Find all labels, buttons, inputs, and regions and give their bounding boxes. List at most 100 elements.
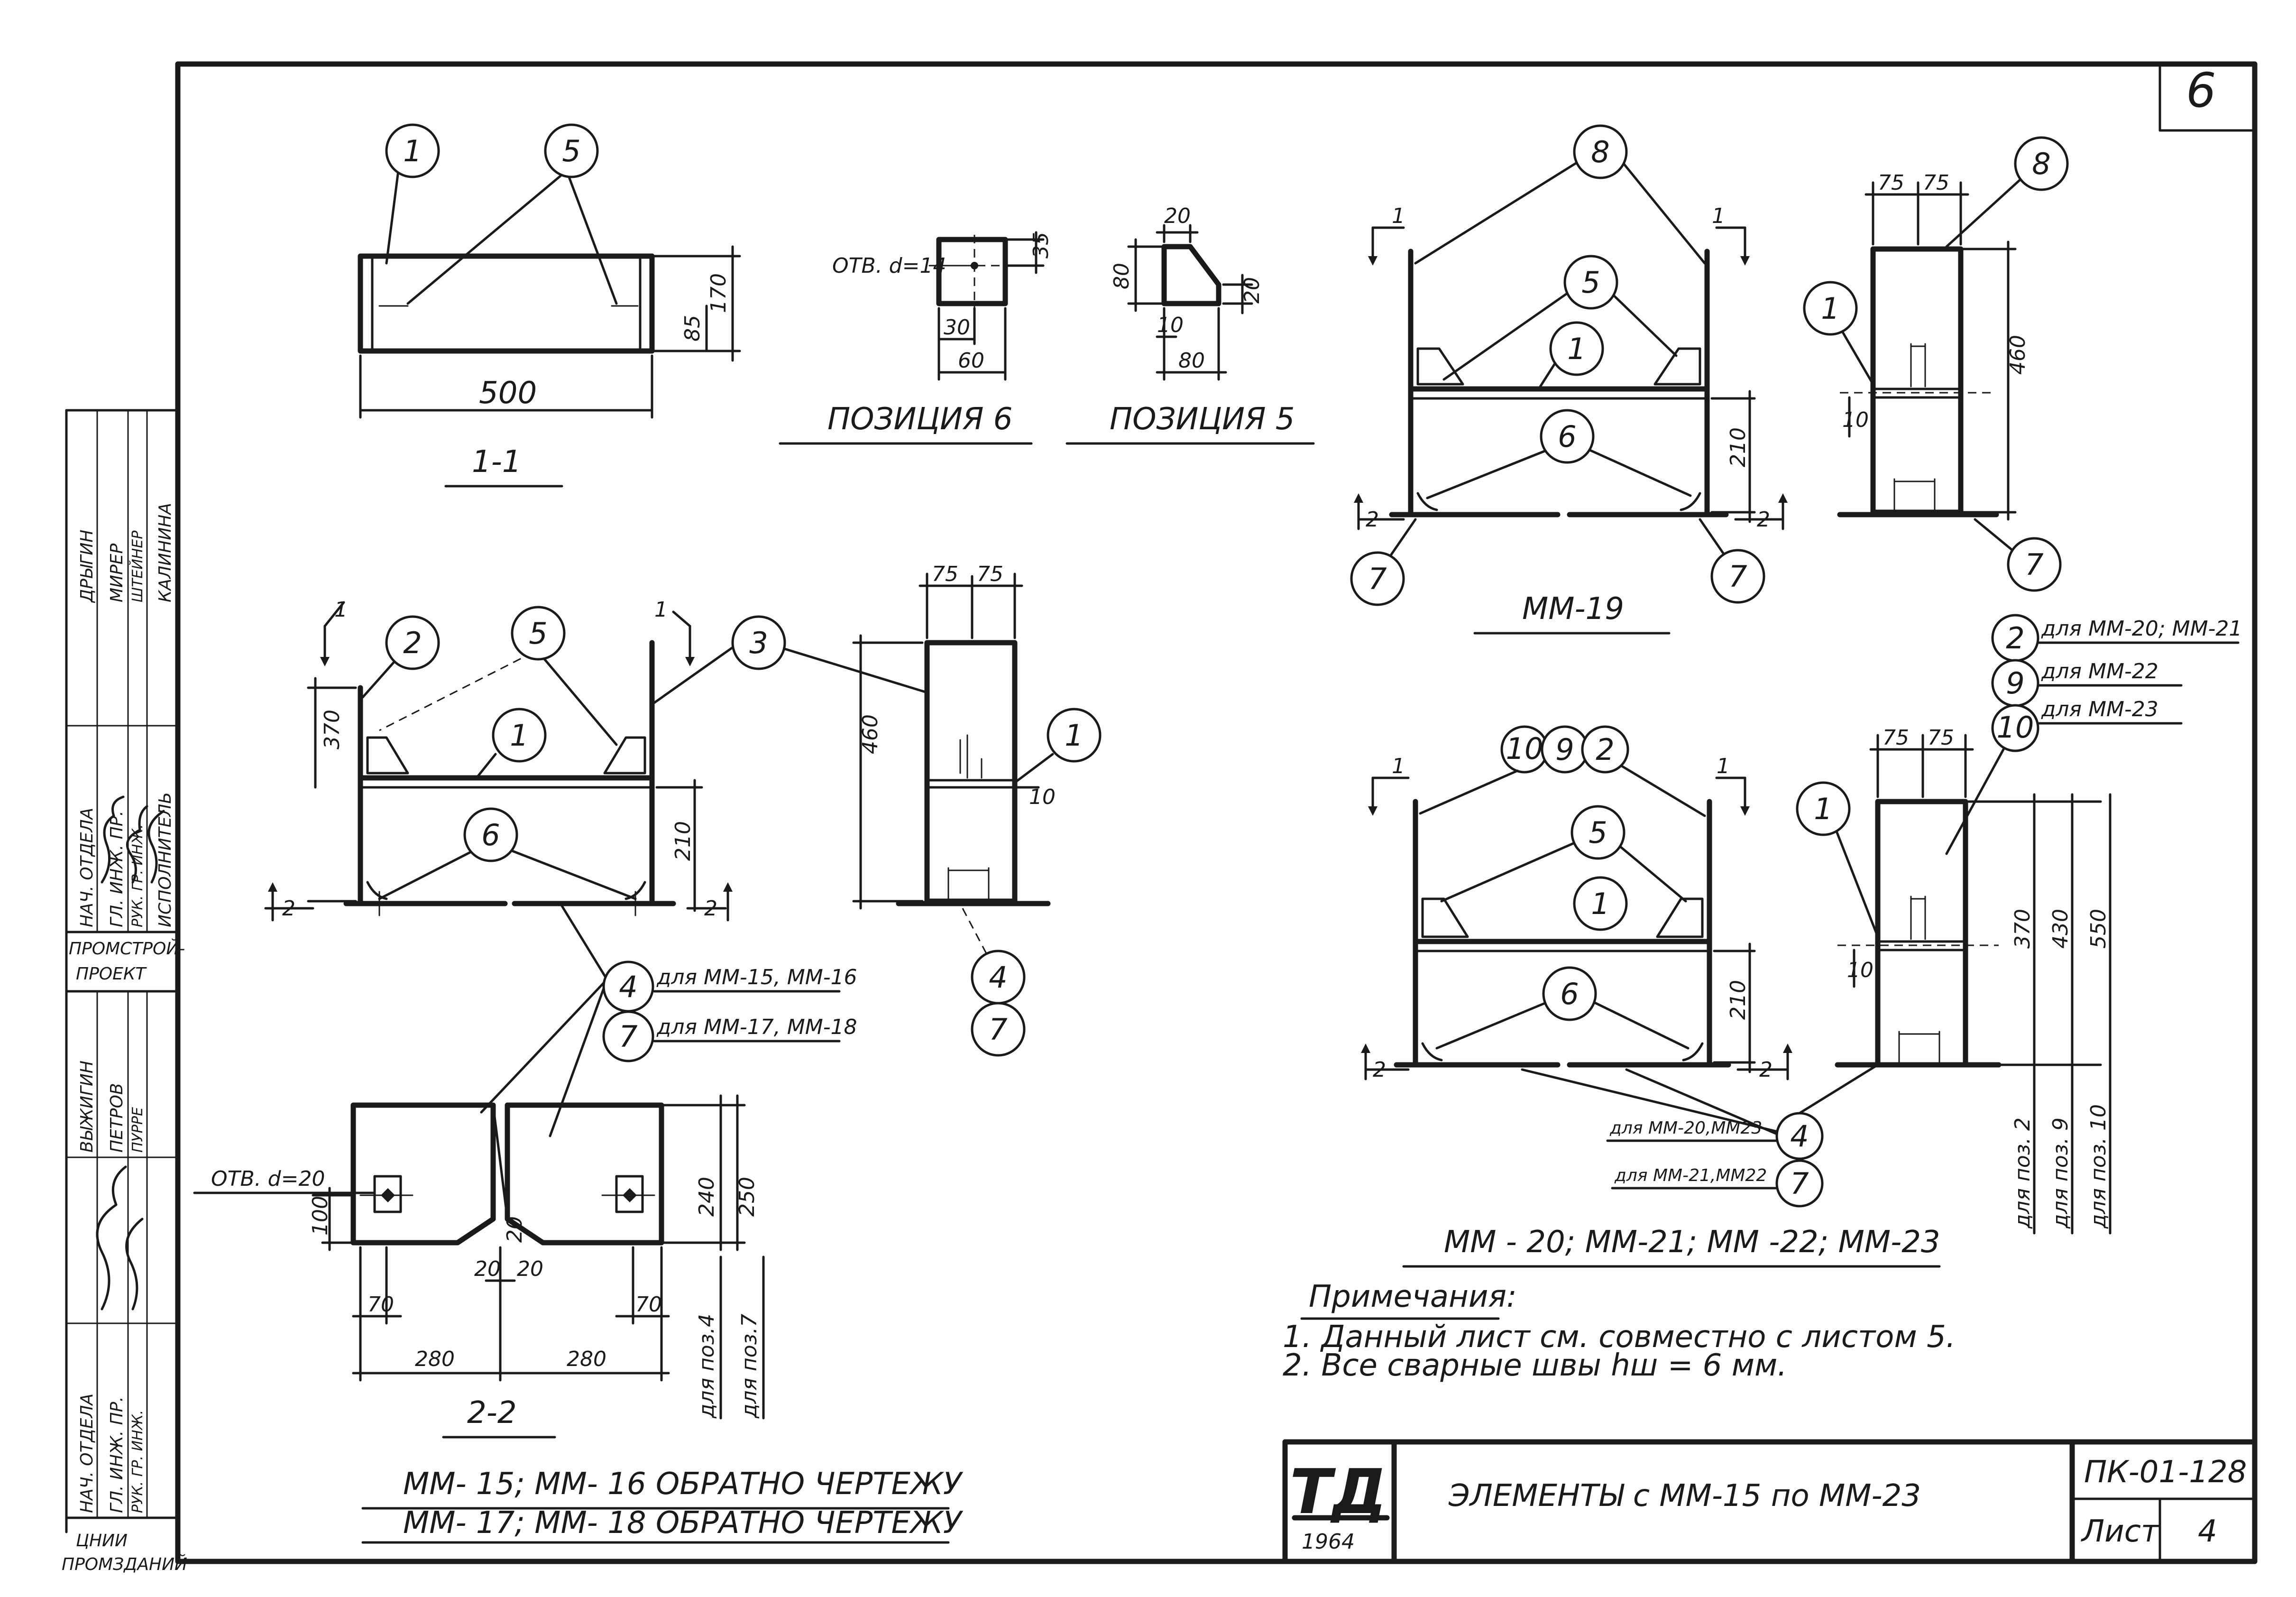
pos-7-callout-side: 7 [989, 1012, 1007, 1047]
cut-1-right: 1 [654, 598, 668, 622]
sheet-list-number: 4 [2198, 1514, 2217, 1549]
stamp-role-a0: НАЧ. ОТДЕЛА [77, 808, 97, 927]
pos-4-callout-mm15: 4 [619, 969, 637, 1004]
pos-8-callout-mm19: 8 [1591, 135, 1609, 169]
dim-280-right: 280 [567, 1347, 606, 1371]
dim-460-mm15: 460 [858, 714, 882, 754]
hole-d14-label: ОТВ. d=14 [832, 254, 946, 278]
pos-1-callout-mm20: 1 [1591, 886, 1609, 921]
cut-2-left: 2 [282, 896, 295, 921]
stamp-org-b-line2: ПРОМЗДАНИЙ [62, 1554, 187, 1574]
stamp-signatures [96, 795, 165, 1311]
note-1: 1. Данный лист см. совместно с листом 5. [1283, 1320, 1956, 1355]
sheet-code: ПК-01-128 [2084, 1455, 2247, 1490]
cut-1-right-mm19: 1 [1712, 204, 1725, 228]
pos-4-callout-mm20: 4 [1790, 1119, 1809, 1154]
dim-370-mm15: 370 [320, 710, 344, 749]
view-mm15-front: 1 1 2 2 370 210 2 5 1 6 [264, 598, 928, 922]
stamp-role-b0: НАЧ. ОТДЕЛА [77, 1394, 97, 1513]
dim-550: 550 [2086, 909, 2111, 949]
dim-10-mm20: 10 [1847, 958, 1874, 982]
dim-20-b: 20 [517, 1257, 543, 1281]
stamp-org-a-line1: ПРОМСТРОЙ- [69, 939, 185, 959]
label-for-mm20-21: для ММ-20; ММ-21 [2041, 617, 2242, 641]
dim-30: 30 [944, 315, 970, 340]
pos-1-callout: 1 [403, 134, 422, 168]
label-for-pos2: для поз. 2 [2011, 1117, 2035, 1229]
notes: Примечания: 1. Данный лист см. совместно… [1283, 1279, 1956, 1383]
view-section-1-1: 500 170 85 1 5 1-1 [358, 123, 741, 488]
stamp-role-b1: ГЛ. ИНЖ. ПР. [107, 1396, 127, 1513]
dim-75b-mm19: 75 [1923, 171, 1949, 195]
view-title-mm17-18: ММ- 17; ММ- 18 ОБРАТНО ЧЕРТЕЖУ [403, 1505, 964, 1541]
dim-500: 500 [479, 376, 537, 411]
pos-1-callout-mm19: 1 [1567, 332, 1586, 366]
view-mm19-front: 1 1 2 2 210 8 5 1 6 7 7 [1350, 124, 1788, 635]
stamp-role-a3: ИСПОЛНИТЕЛЬ [156, 792, 175, 927]
pos-3-callout: 3 [749, 626, 768, 660]
view-title-2-2: 2-2 [467, 1395, 517, 1431]
pos-9-callout-right: 9 [2006, 666, 2024, 701]
cut-2-right: 2 [704, 896, 717, 921]
pos-7-callout-side-mm19: 7 [2025, 547, 2043, 582]
sheet-number: 6 [2186, 63, 2216, 118]
dim-75b-mm15: 75 [977, 562, 1003, 586]
dim-250: 250 [735, 1177, 759, 1217]
dim-70-left: 70 [367, 1292, 394, 1317]
view-mm15-side: 75 75 460 10 1 4 7 [852, 562, 1102, 1057]
dim-170: 170 [707, 273, 731, 313]
label-for-pos4: для поз.4 [695, 1314, 719, 1419]
cut-2-left-mm20: 2 [1373, 1058, 1386, 1082]
view-mm20-side: 75 75 10 1 370 430 550 для поз. 2 для по… [1796, 726, 2112, 1235]
view-title-position-6: ПОЗИЦИЯ 6 [827, 402, 1013, 437]
left-stamp: НАЧ. ОТДЕЛА ГЛ. ИНЖ. ПР. РУК. ГР. ИНЖ. И… [62, 409, 187, 1574]
pos-1-callout-side-mm15: 1 [1065, 718, 1083, 753]
dim-60: 60 [958, 349, 984, 373]
cut-2-right-mm20: 2 [1759, 1058, 1773, 1082]
dim-430: 430 [2048, 909, 2073, 949]
stamp-name-a3: КАЛИНИНА [156, 503, 175, 602]
label-for-pos9: для поз. 9 [2048, 1117, 2073, 1229]
cut-1-left-mm19: 1 [1392, 204, 1405, 228]
cut-1-left-mm20: 1 [1392, 754, 1405, 778]
view-mm19-side: 75 75 460 10 8 1 7 [1803, 136, 2069, 592]
stamp-name-a0: ДРЫГИН [77, 530, 97, 603]
dim-75b-mm20: 75 [1928, 726, 1954, 750]
pos-10-callout-mm20: 10 [1506, 731, 1543, 766]
view-title-mm20-23: ММ - 20; ММ-21; ММ -22; ММ-23 [1444, 1225, 1940, 1260]
sheet-frame: 6 [175, 61, 2258, 1564]
dim-10: 10 [1157, 313, 1184, 337]
pos-7-callout-mm19-left: 7 [1368, 562, 1387, 596]
dim-75a-mm19: 75 [1878, 171, 1904, 195]
pos-2-callout-right: 2 [2006, 621, 2024, 655]
cut-1-right-mm20: 1 [1717, 754, 1730, 778]
pos-7-callout-mm19-right: 7 [1728, 559, 1747, 594]
dim-240: 240 [695, 1177, 719, 1217]
label-for-pos10: для поз. 10 [2086, 1104, 2111, 1229]
stamp-org-a-line2: ПРОЕКТ [76, 964, 147, 984]
dim-210-mm20: 210 [1726, 980, 1750, 1020]
label-for-mm15-16: для ММ-15, ММ-16 [656, 965, 857, 989]
stamp-role-b2: РУК. ГР. ИНЖ. [129, 1410, 146, 1513]
pos-6-callout-mm15: 6 [481, 818, 500, 852]
stamp-name-b1: ПЕТРОВ [107, 1083, 127, 1153]
dim-10-mm19: 10 [1842, 408, 1869, 432]
pos-6-callout-mm20: 6 [1560, 977, 1579, 1011]
dim-75a-mm15: 75 [932, 562, 958, 586]
sheet-list-label: Лист [2081, 1514, 2159, 1549]
notes-title: Примечания: [1309, 1279, 1517, 1314]
stamp-name-b0: ВЫЖИГИН [77, 1061, 97, 1153]
label-for-mm17-18: для ММ-17, ММ-18 [656, 1015, 857, 1039]
dim-20-top: 20 [1164, 204, 1191, 228]
view-title-mm19: ММ-19 [1522, 591, 1624, 627]
sheet-title: ЭЛЕМЕНТЫ с ММ-15 по ММ-23 [1448, 1478, 1921, 1514]
pos-5-callout-mm20: 5 [1589, 815, 1607, 850]
view-title-position-5: ПОЗИЦИЯ 5 [1110, 402, 1295, 437]
pos-4-callout-side: 4 [989, 960, 1007, 995]
dim-20-c: 20 [503, 1216, 527, 1243]
label-for-mm22: для ММ-22 [2041, 659, 2158, 683]
dim-20-right: 20 [1240, 277, 1264, 304]
view-position-6: ОТВ. d=14 35 30 60 ПОЗИЦИЯ 6 [779, 231, 1053, 445]
dim-85: 85 [680, 315, 705, 342]
